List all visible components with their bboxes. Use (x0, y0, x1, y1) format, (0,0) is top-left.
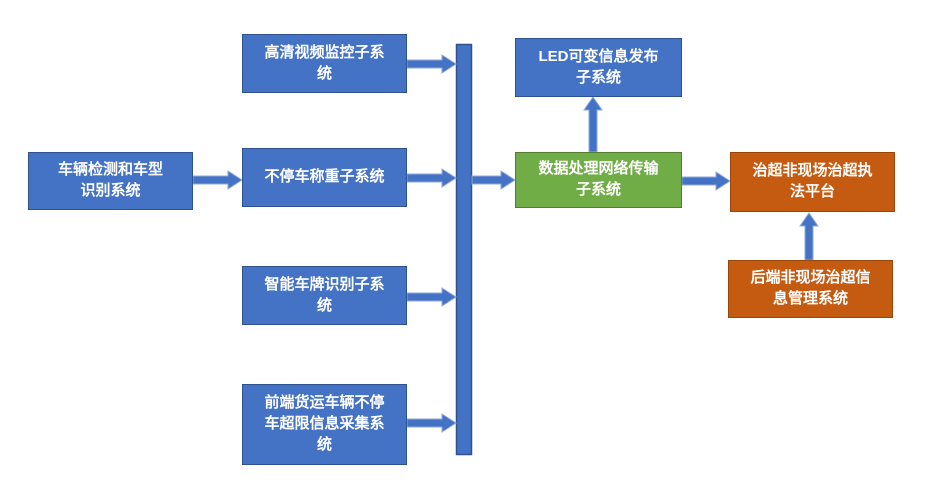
arrow-bar-to-processing (471, 170, 516, 190)
arrow-processing-to-platform (681, 171, 731, 191)
node-data-processing-subsystem: 数据处理网络传输 子系统 (515, 152, 682, 208)
node-vehicle-detection-system: 车辆检测和车型 识别系统 (28, 152, 193, 210)
node-weigh-in-motion-subsystem: 不停车称重子系统 (242, 148, 407, 207)
arrow-backend-to-platform (799, 212, 819, 261)
arrow-video-to-bar (406, 54, 457, 74)
arrow-plate-to-bar (406, 287, 457, 307)
collector-bar (455, 43, 473, 456)
arrow-collect-to-bar (406, 413, 457, 433)
node-backend-management-system: 后端非现场治超信 息管理系统 (728, 260, 893, 318)
node-front-collection-system: 前端货运车辆不停 车超限信息采集系 统 (242, 384, 407, 465)
node-hd-video-subsystem: 高清视频监控子系 统 (242, 34, 407, 93)
node-plate-recognition-subsystem: 智能车牌识别子系 统 (242, 266, 407, 325)
node-enforcement-platform: 治超非现场治超执 法平台 (730, 152, 895, 212)
arrow-processing-to-led (583, 96, 603, 153)
arrow-weigh-to-bar (406, 168, 457, 188)
arrow-vehicle-to-weigh (192, 170, 243, 190)
node-led-display-subsystem: LED可变信息发布 子系统 (515, 38, 682, 97)
